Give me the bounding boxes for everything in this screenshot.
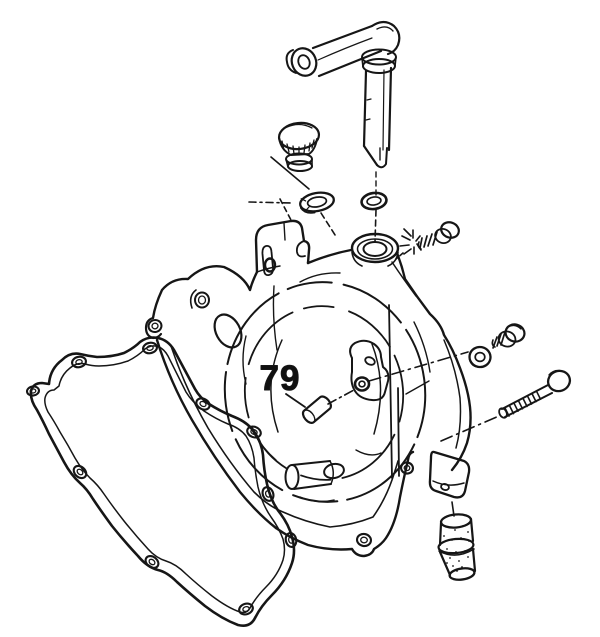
- toothed-lock-washer-burst: [399, 228, 422, 255]
- leader-lines: [248, 156, 500, 517]
- callout-79-label: 79: [260, 359, 301, 398]
- part-filler-cap: [277, 121, 321, 172]
- filler-neck-boss: [350, 232, 400, 267]
- part-rubber-plug: [437, 513, 477, 581]
- plug-stipple: [443, 525, 470, 572]
- part-long-bolt: [498, 369, 572, 419]
- dowel-pin-hole: [353, 376, 371, 392]
- part-seal-washer: [299, 191, 335, 214]
- ink-layer: 79: [25, 20, 572, 627]
- cover-bolt-hole: [194, 291, 210, 309]
- part-dowel-pin: [301, 395, 332, 424]
- part-filler-tube-dipstick: [285, 20, 401, 197]
- part-lock-washer-screw: [399, 221, 460, 255]
- tower-bolt-hole: [263, 257, 277, 273]
- gasket-bolt-holes: [25, 341, 298, 616]
- bolt-threads: [504, 390, 542, 417]
- cover-oval-opening: [213, 313, 243, 349]
- knurl-ticks: [281, 139, 315, 156]
- part-flat-washer: [468, 345, 492, 369]
- part-crankcase-cover: [144, 219, 472, 558]
- part-short-bolt: [491, 323, 526, 349]
- part-gasket: [25, 336, 298, 627]
- part-o-ring: [360, 191, 388, 211]
